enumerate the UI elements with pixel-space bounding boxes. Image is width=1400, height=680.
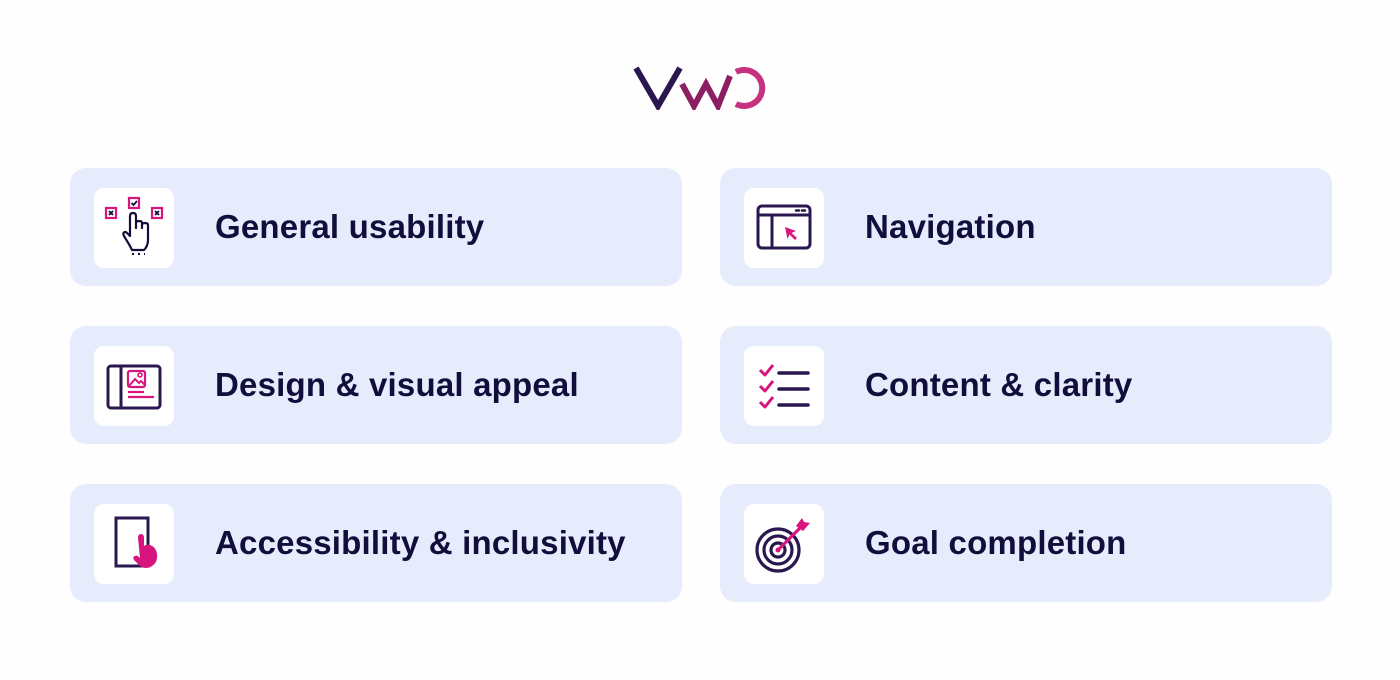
card-goal-completion: Goal completion [720,484,1332,602]
card-label: Content & clarity [865,366,1133,403]
vwo-logo [633,66,766,110]
card-label: Navigation [865,208,1036,245]
card-label: Accessibility & inclusivity [215,524,626,561]
card-label: General usability [215,208,485,245]
card-content-clarity: Content & clarity [720,326,1332,444]
target-dart-icon [744,504,824,584]
browser-cursor-icon [744,188,824,268]
card-accessibility-inclusivity: Accessibility & inclusivity [70,484,682,602]
checklist-icon [744,346,824,426]
card-design-visual-appeal: Design & visual appeal [70,326,682,444]
card-label: Goal completion [865,524,1127,561]
layout-image-icon [94,346,174,426]
card-general-usability: General usability [70,168,682,286]
hand-tap-choices-icon [94,188,174,268]
card-label: Design & visual appeal [215,366,579,403]
tablet-touch-icon [94,504,174,584]
card-navigation: Navigation [720,168,1332,286]
